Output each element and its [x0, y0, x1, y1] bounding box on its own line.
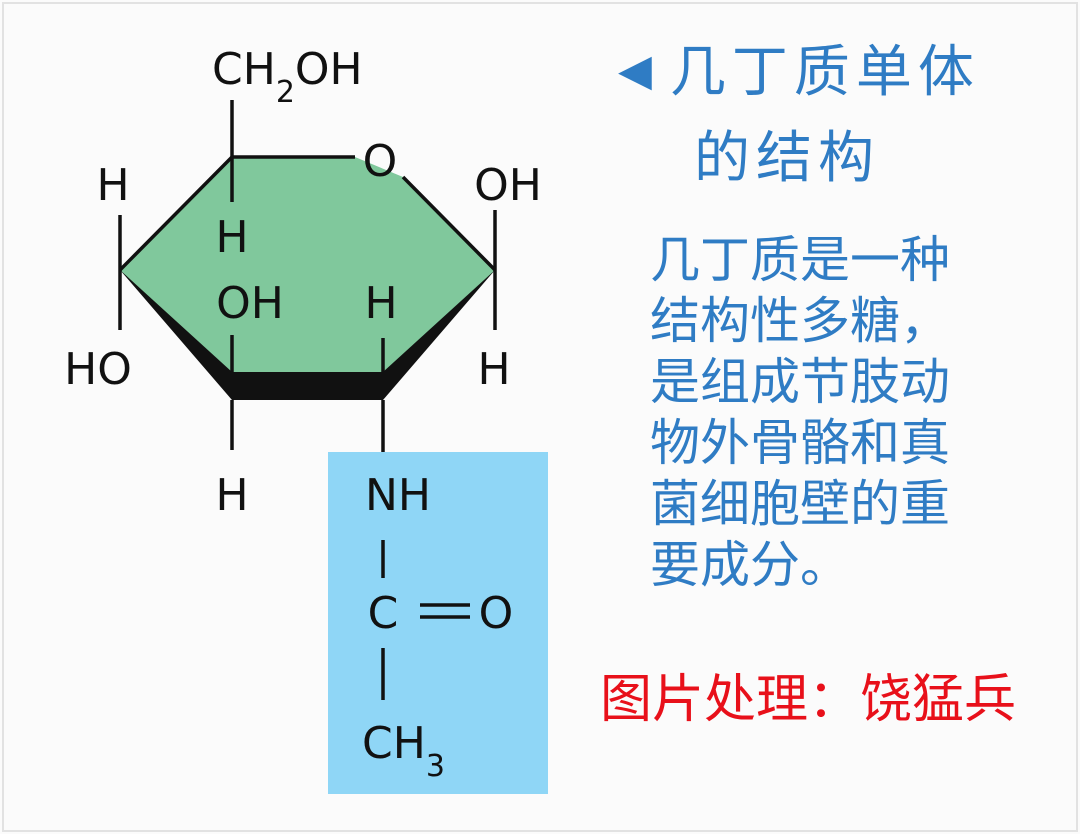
h-c2-label: H [364, 278, 397, 329]
ho-left-label: HO [64, 344, 132, 395]
description: 几丁质是一种 结构性多糖， 是组成节肢动 物外骨骼和真 菌细胞壁的重 要成分。 [650, 230, 1030, 596]
h-bottom-label: H [215, 470, 248, 521]
pyranose-ring [120, 157, 495, 392]
description-line: 几丁质是一种 [650, 231, 950, 289]
carbonyl-oxygen-label: O [479, 588, 514, 639]
description-line: 是组成节肢动 [650, 353, 950, 411]
h-left-top-label: H [96, 160, 129, 211]
description-line: 物外骨骼和真 [650, 414, 950, 472]
image-credit: 图片处理：饶猛兵 [600, 670, 1017, 730]
h-right-label: H [477, 344, 510, 395]
ring-bonds [118, 155, 497, 272]
description-line: 要成分。 [650, 536, 850, 594]
description-line: 结构性多糖， [650, 292, 950, 350]
left-arrow-icon: ◀ [618, 45, 652, 96]
oh-c3-label: OH [216, 278, 284, 329]
h-c5-label: H [215, 212, 248, 263]
diagram-title: ◀ 几丁质单体 的结构 [618, 28, 980, 202]
ch2oh-label: CH2OH [212, 44, 363, 110]
acetyl-group-highlight [328, 452, 548, 794]
carbonyl-carbon-label: C [368, 588, 399, 639]
title-line-2: 的结构 [694, 126, 880, 191]
substituent-bonds [118, 100, 497, 700]
nh-label: NH [365, 470, 431, 521]
ring-front-edge [120, 270, 495, 400]
ch3-label: CH3 [362, 718, 445, 784]
ring-oxygen-label: O [363, 136, 398, 187]
description-line: 菌细胞壁的重 [650, 475, 950, 533]
oh-right-label: OH [474, 160, 542, 211]
title-line-1: 几丁质单体 [669, 40, 980, 105]
